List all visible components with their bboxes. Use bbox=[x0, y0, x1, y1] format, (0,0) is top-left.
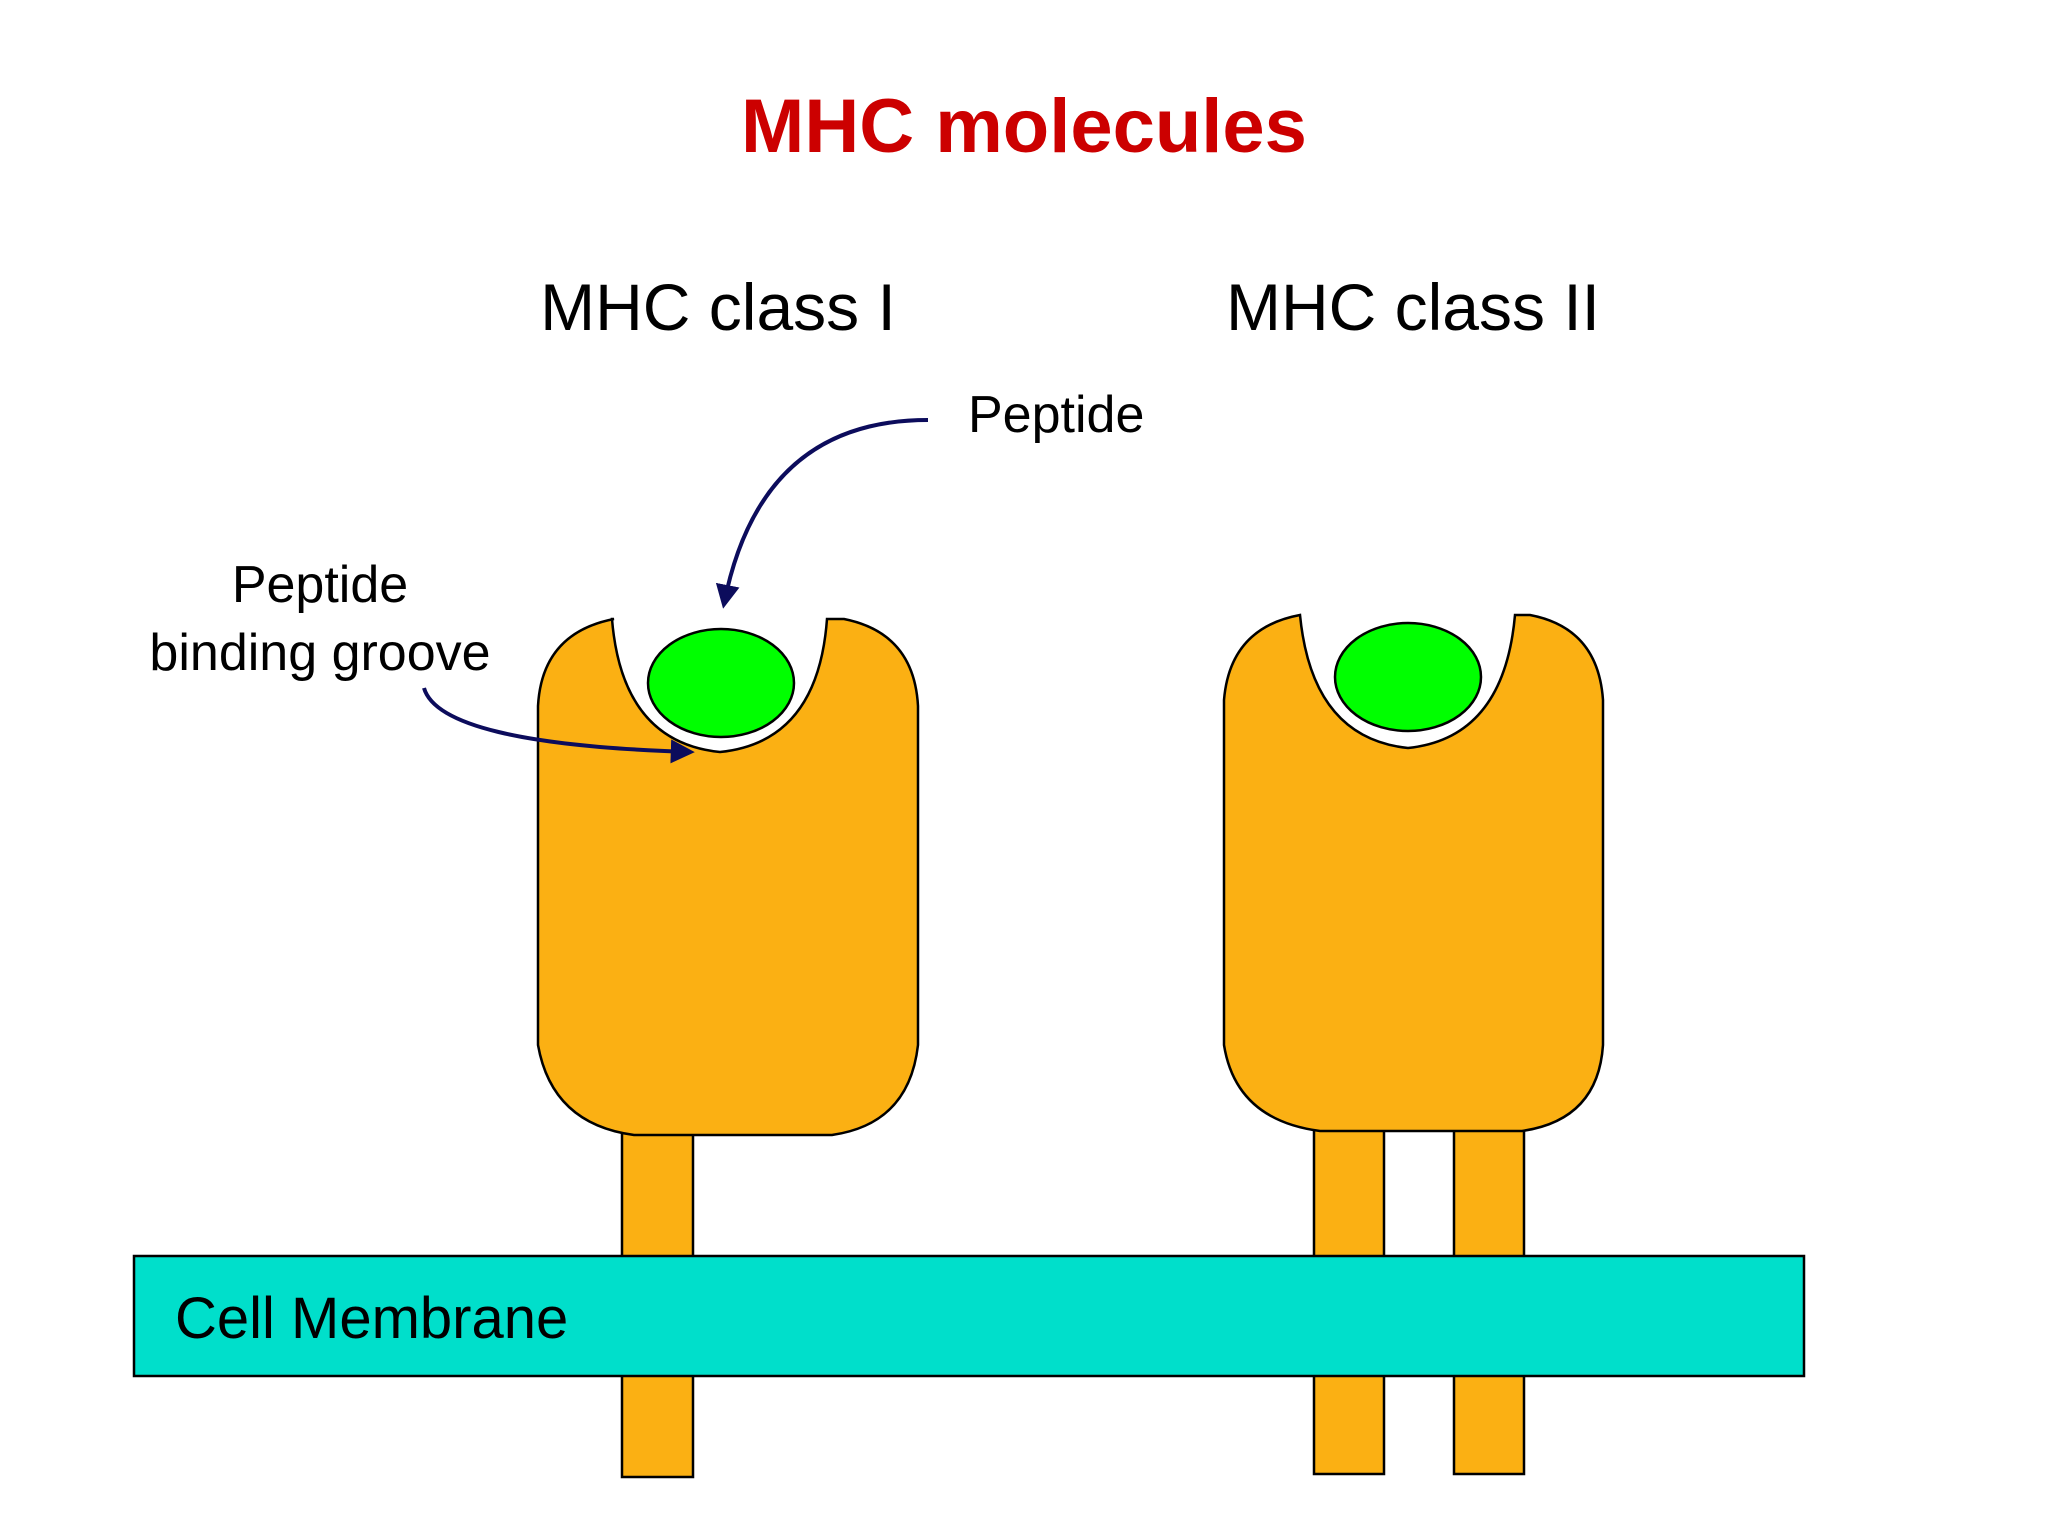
groove-label-line2: binding groove bbox=[149, 624, 490, 682]
groove-arrow bbox=[422, 687, 695, 764]
peptide-arrow bbox=[715, 418, 929, 609]
groove-label-line1: Peptide bbox=[232, 556, 408, 614]
class-two-peptide bbox=[1333, 621, 1483, 733]
mhc-class-two-label: MHC class II bbox=[1226, 270, 1600, 344]
page-title: MHC molecules bbox=[741, 84, 1307, 169]
cell-membrane bbox=[132, 1254, 1806, 1378]
peptide-label: Peptide bbox=[968, 386, 1144, 444]
cell-membrane-label: Cell Membrane bbox=[175, 1286, 568, 1351]
class-one-peptide bbox=[646, 627, 796, 739]
mhc-class-one-label: MHC class I bbox=[540, 270, 896, 344]
class-two-body bbox=[1222, 613, 1605, 1133]
